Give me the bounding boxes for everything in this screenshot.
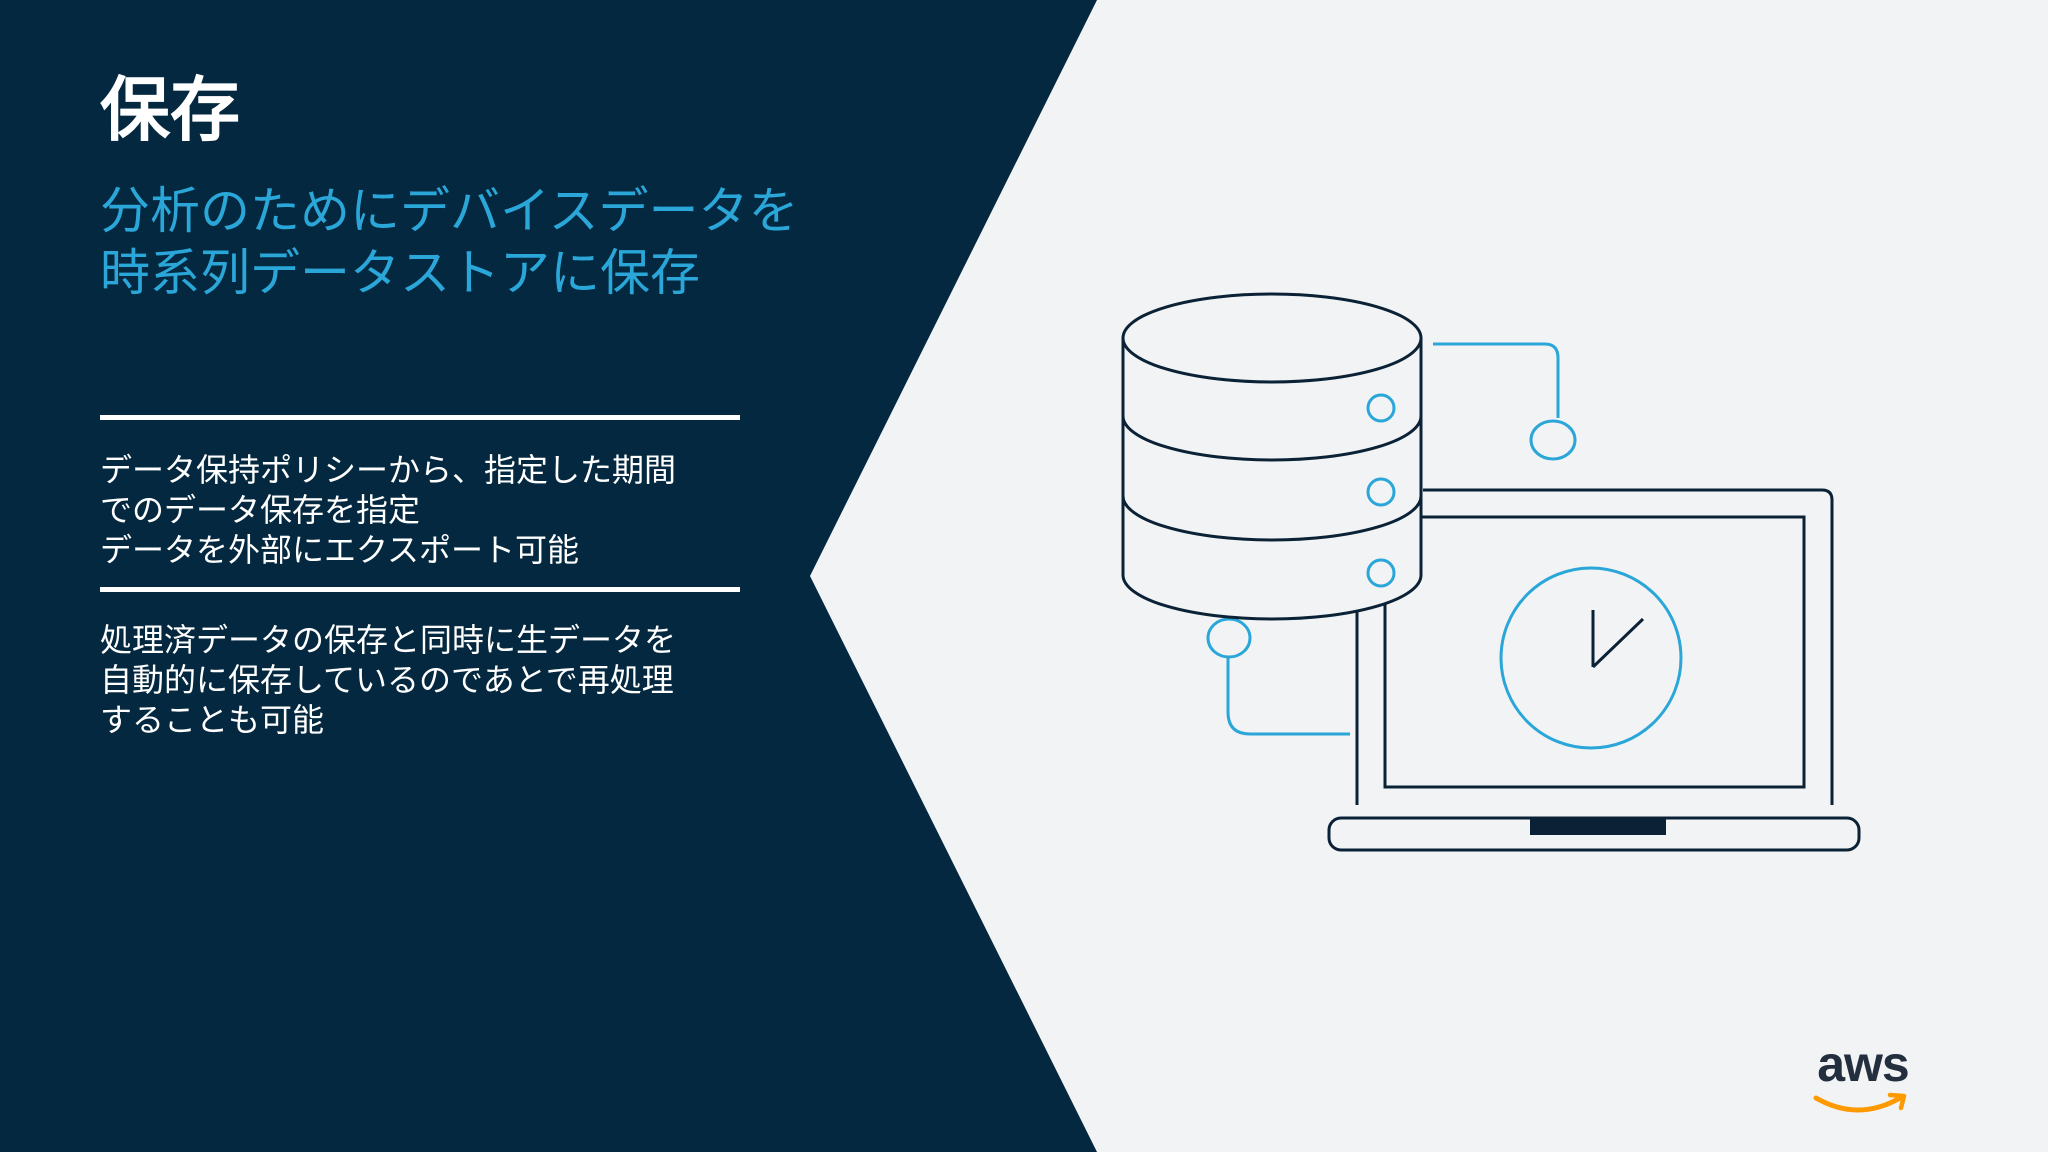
aws-smile-icon — [1813, 1092, 1907, 1113]
slide-subtitle: 分析のためにデバイスデータを 時系列データストアに保存 — [100, 180, 860, 304]
connector-lines — [1206, 342, 1577, 736]
storage-illustration — [1100, 280, 1880, 860]
subtitle-line-2: 時系列データストアに保存 — [100, 244, 700, 302]
bullet-2-line-2: 自動的に保存しているのであとで再処理 — [100, 661, 674, 699]
clock-icon — [1499, 566, 1683, 750]
section-divider-1 — [100, 415, 740, 420]
laptop-icon — [1327, 488, 1861, 852]
database-icon — [1121, 292, 1423, 621]
aws-logo: aws — [1808, 1036, 1918, 1120]
bullet-block-retention: データ保持ポリシーから、指定した期間 でのデータ保存を指定 データを外部にエクス… — [100, 450, 760, 570]
bullet-2-line-3: することも可能 — [100, 701, 325, 739]
bullet-1-line-3: データを外部にエクスポート可能 — [100, 531, 580, 569]
aws-logo-text: aws — [1817, 1036, 1910, 1092]
bullet-1-line-2: でのデータ保存を指定 — [100, 491, 421, 529]
slide-title: 保存 — [100, 69, 240, 151]
bullet-block-reprocess: 処理済データの保存と同時に生データを 自動的に保存しているのであとで再処理 する… — [100, 620, 760, 740]
subtitle-line-1: 分析のためにデバイスデータを — [100, 182, 799, 240]
bullet-1-line-1: データ保持ポリシーから、指定した期間 — [100, 451, 677, 489]
bullet-2-line-1: 処理済データの保存と同時に生データを — [100, 621, 677, 659]
section-divider-2 — [100, 587, 740, 592]
storage-illustration-svg — [1121, 292, 1861, 852]
